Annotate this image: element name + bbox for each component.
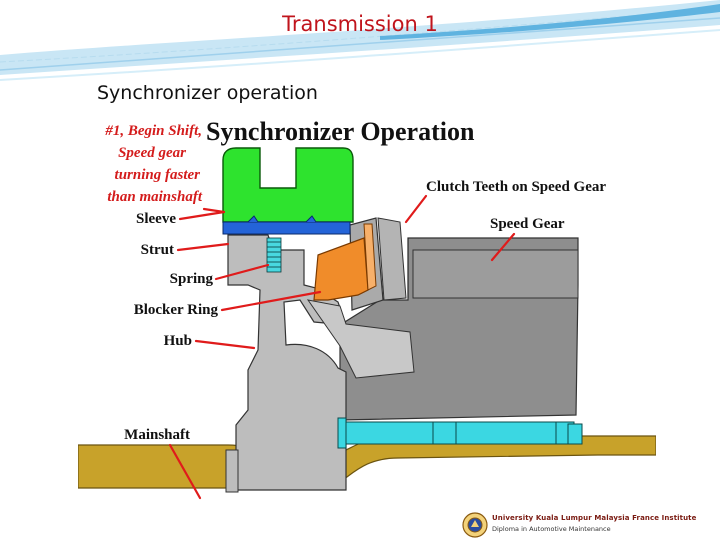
step-line-4: than mainshaft	[107, 189, 202, 205]
pointer-mainshaft	[168, 443, 202, 500]
step-line-3: turning faster	[115, 167, 201, 183]
label-strut: Strut	[141, 242, 174, 258]
sleeve-shape	[222, 147, 354, 223]
slide-subtitle: Synchronizer operation	[97, 82, 318, 104]
label-hub: Hub	[164, 333, 192, 349]
strut-shape	[222, 221, 351, 235]
label-clutch-teeth: Clutch Teeth on Speed Gear	[426, 179, 606, 195]
slide-title: Transmission 1	[282, 12, 438, 36]
pointer-strut	[176, 242, 230, 252]
spring-shape	[266, 237, 282, 273]
label-spring: Spring	[170, 271, 214, 287]
label-sleeve: Sleeve	[136, 211, 176, 227]
label-speed-gear: Speed Gear	[490, 216, 565, 232]
pointer-hub	[194, 339, 256, 350]
step-line-2: Speed gear	[118, 145, 186, 161]
footer: University Kuala Lumpur Malaysia France …	[492, 514, 720, 533]
footer-program: Diploma in Automotive Maintenance	[492, 525, 611, 533]
step-line-1: #1, Begin Shift,	[104, 123, 202, 139]
diagram-heading: Synchronizer Operation	[206, 117, 475, 146]
synchronizer-diagram: Synchronizer Operation #1, Begin Shift, …	[78, 110, 656, 510]
pointer-blocker-ring	[220, 290, 322, 312]
pointer-speed-gear	[490, 232, 516, 262]
university-logo-icon	[462, 512, 488, 538]
pointer-spring	[214, 263, 270, 281]
pointer-clutch-teeth	[404, 194, 428, 224]
footer-institute: University Kuala Lumpur Malaysia France …	[492, 514, 697, 522]
label-blocker-ring: Blocker Ring	[134, 302, 219, 318]
label-mainshaft: Mainshaft	[124, 427, 190, 443]
header-swoosh-graphic	[0, 0, 720, 81]
pointer-sleeve	[178, 210, 226, 221]
needle-bearings	[337, 417, 583, 449]
blocker-ring-shape	[313, 237, 369, 301]
